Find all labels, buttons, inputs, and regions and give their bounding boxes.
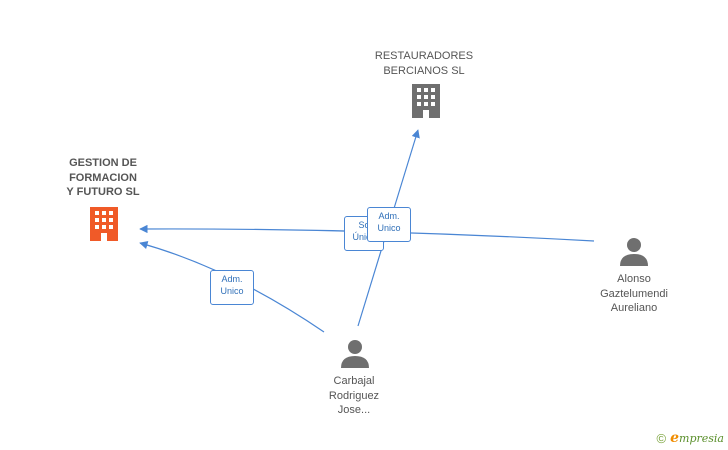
building-icon[interactable]	[410, 84, 442, 120]
footer-brand: © empresia	[657, 430, 724, 446]
brand-name: mpresia	[679, 432, 724, 445]
brand-initial: e	[670, 430, 680, 446]
edge-label-carbajal-gestion[interactable]: Adm. Unico	[210, 270, 254, 305]
node-label-restauradores[interactable]: RESTAURADORES BERCIANOS SL	[374, 50, 474, 77]
building-icon[interactable]	[88, 207, 120, 243]
person-icon[interactable]	[340, 338, 370, 368]
copyright-symbol: ©	[656, 430, 667, 446]
node-label-gestion[interactable]: GESTION DE FORMACION Y FUTURO SL	[66, 157, 140, 198]
node-label-alonso[interactable]: Alonso Gaztelumendi Aureliano	[600, 273, 668, 314]
edge-label-carbajal-restauradores[interactable]: Adm. Unico	[367, 207, 411, 242]
person-icon[interactable]	[619, 236, 649, 266]
node-label-carbajal[interactable]: Carbajal Rodriguez Jose...	[328, 375, 380, 416]
